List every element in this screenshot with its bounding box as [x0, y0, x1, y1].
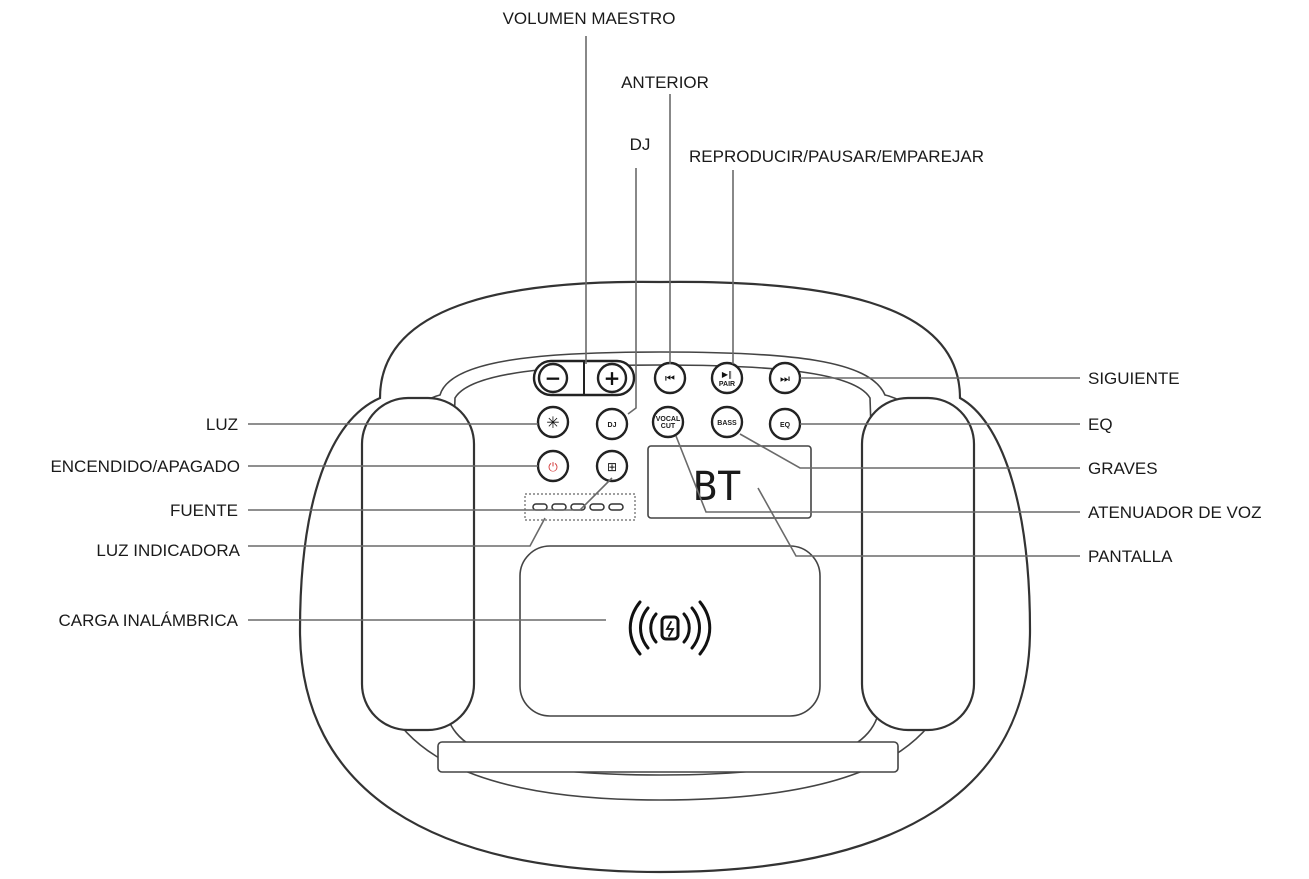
bottom-slot — [437, 741, 899, 773]
left-grip — [360, 396, 476, 732]
bass-button[interactable] — [710, 405, 744, 439]
label-luz-indicadora: LUZ INDICADORA — [96, 541, 240, 560]
label-luz: LUZ — [206, 415, 238, 434]
play-pair-label: PAIR — [719, 381, 735, 388]
leader-pantalla — [757, 487, 1080, 557]
label-volumen-maestro: VOLUMEN MAESTRO — [503, 9, 676, 28]
charging-pad — [519, 545, 821, 717]
previous-icon: ⏮ — [665, 372, 675, 385]
source-button[interactable] — [595, 449, 629, 483]
label-eq: EQ — [1088, 415, 1113, 434]
play-pause-pair-button[interactable] — [710, 361, 744, 395]
indicator-led — [608, 503, 624, 511]
display-text: BT — [693, 464, 741, 510]
indicator-lights — [532, 503, 624, 511]
leader-graves — [739, 433, 1080, 469]
vocal-label: VOCAL — [656, 416, 681, 423]
label-pantalla: PANTALLA — [1088, 547, 1173, 566]
wireless-charging-icon — [628, 600, 712, 656]
volume-minus-button[interactable] — [537, 362, 569, 394]
right-grip — [860, 396, 976, 732]
indicator-led — [551, 503, 567, 511]
indicator-led — [532, 503, 548, 511]
label-carga: CARGA INALÁMBRICA — [59, 611, 239, 630]
label-anterior: ANTERIOR — [621, 73, 709, 92]
power-icon: ⏻ — [548, 460, 558, 474]
label-graves: GRAVES — [1088, 459, 1158, 478]
label-siguiente: SIGUIENTE — [1088, 369, 1180, 388]
volume-minus-glyph: − — [545, 366, 562, 390]
indicator-led — [589, 503, 605, 511]
volume-plus-glyph: + — [604, 366, 621, 390]
vocal-cut-label: CUT — [661, 423, 676, 430]
bass-label: BASS — [717, 420, 737, 427]
label-reproducir: REPRODUCIR/PAUSAR/EMPAREJAR — [689, 147, 984, 166]
label-dj: DJ — [630, 135, 651, 154]
leader-atenuador — [675, 435, 1080, 513]
label-encendido: ENCENDIDO/APAGADO — [50, 457, 240, 476]
volume-plus-button[interactable] — [596, 362, 628, 394]
leader-fuente — [248, 477, 613, 511]
display-window — [647, 445, 812, 519]
play-pause-icon: ▶∥ — [722, 370, 732, 379]
dj-label: DJ — [608, 422, 617, 429]
vocal-cut-button[interactable] — [651, 405, 685, 439]
light-button[interactable] — [536, 405, 570, 439]
source-icon: ⊞ — [607, 460, 617, 474]
label-fuente: FUENTE — [170, 501, 238, 520]
eq-label: EQ — [780, 422, 791, 429]
next-icon: ⏭ — [780, 372, 790, 385]
dj-button[interactable] — [595, 407, 629, 441]
leader-luz-indicadora — [248, 517, 546, 547]
label-atenuador: ATENUADOR DE VOZ — [1088, 503, 1261, 522]
leader-dj — [627, 168, 637, 415]
light-icon: ✳ — [546, 413, 559, 432]
